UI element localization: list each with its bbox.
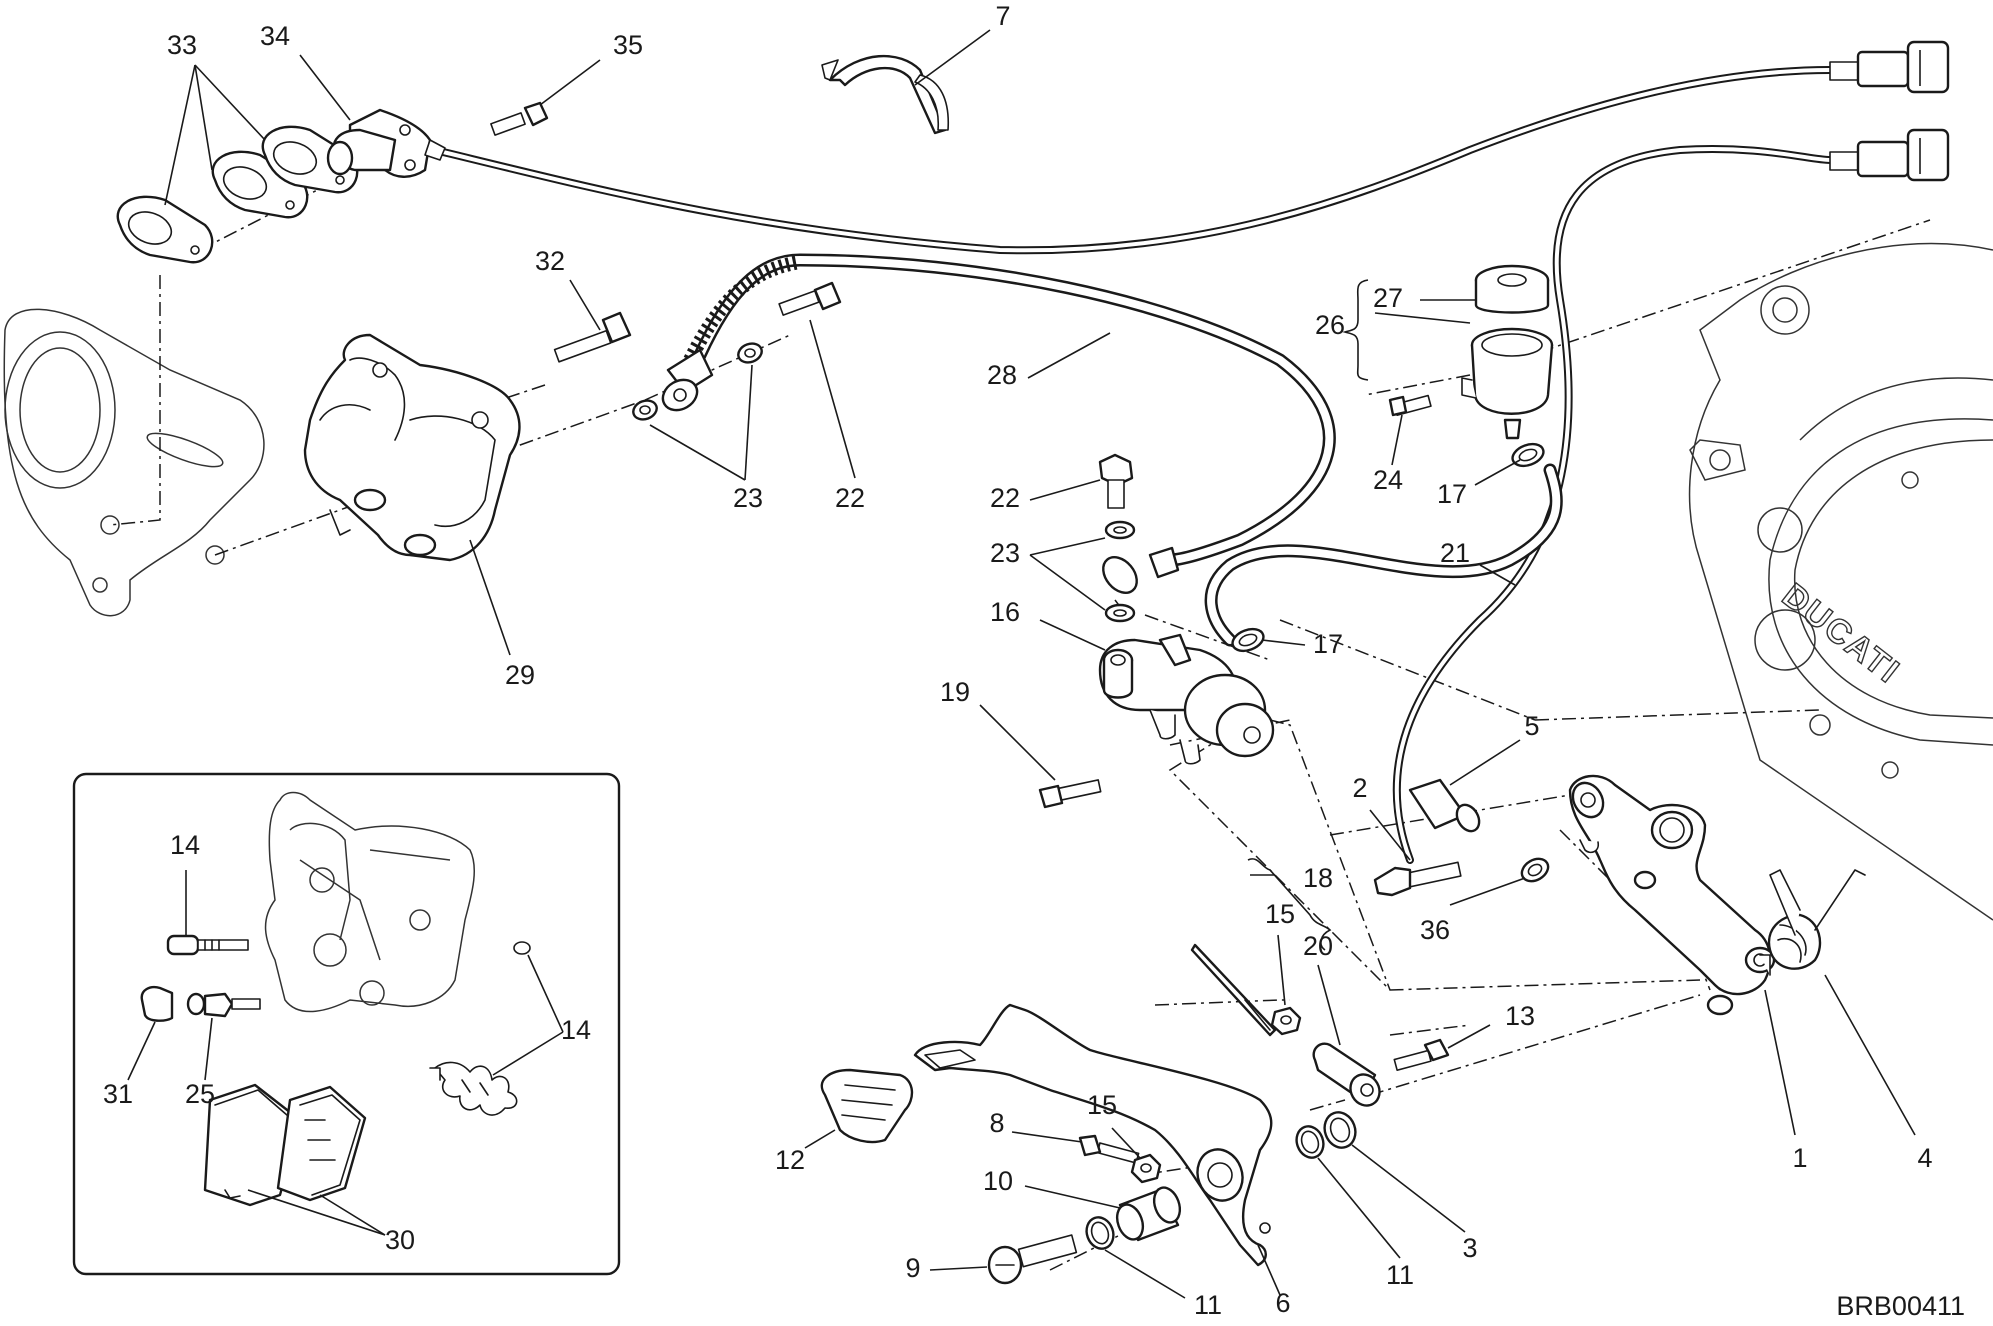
banjo-bolt-caliper: [778, 281, 842, 316]
callout-labels: 1 2 3 4 5 6 7 8 9 10 11 11 12 13 14 14 1…: [103, 1, 1933, 1320]
callout-17-lower: 17: [1313, 629, 1343, 659]
footrest-bracket: [1568, 774, 1776, 1016]
return-spring: [1759, 869, 1866, 976]
pedal-circlip-left: [1085, 1216, 1115, 1250]
master-cylinder-pushrod: [1190, 858, 1332, 1037]
banjo-bolt-cylinder: [1098, 453, 1134, 509]
callout-18: 18: [1303, 863, 1333, 893]
wire-connector-upper: [1829, 40, 1950, 94]
callout-11-right: 11: [1386, 1260, 1414, 1290]
callout-29: 29: [505, 660, 535, 690]
brake-caliper: [303, 333, 521, 562]
callout-15-lower: 15: [1087, 1090, 1117, 1120]
callout-1: 1: [1792, 1143, 1807, 1173]
pedal-stop-nut: [1130, 1153, 1162, 1184]
callout-20: 20: [1303, 931, 1333, 961]
pedal-circlip-right: [1295, 1125, 1325, 1159]
callout-15-upper: 15: [1265, 899, 1295, 929]
callout-13: 13: [1505, 1001, 1535, 1031]
callout-33: 33: [167, 30, 197, 60]
callout-25: 25: [185, 1079, 215, 1109]
brake-pads: [203, 1083, 367, 1207]
ducati-logo-text: DUCATI: [1775, 576, 1907, 691]
caliper-detail-inset: [72, 772, 621, 1276]
callout-10: 10: [983, 1166, 1013, 1196]
callout-4: 4: [1917, 1143, 1932, 1173]
pedal-rubber: [820, 1068, 914, 1144]
switch-wire-lower: [1392, 144, 1834, 864]
callout-22-upper: 22: [835, 483, 865, 513]
hose-clamp-reservoir: [1511, 442, 1545, 468]
callout-2: 2: [1352, 773, 1367, 803]
reservoir-hose: [1204, 463, 1563, 647]
pedal-bushing: [1115, 1186, 1182, 1242]
callout-16: 16: [990, 597, 1020, 627]
callout-36: 36: [1420, 915, 1450, 945]
callout-24: 24: [1373, 465, 1403, 495]
callout-14-inset-top: 14: [170, 830, 200, 860]
pad-spring: [429, 1061, 518, 1116]
callout-22-lower: 22: [990, 483, 1020, 513]
master-cylinder-bolt: [1038, 779, 1102, 809]
bracket-bolt: [1373, 861, 1462, 897]
callout-11-lower: 11: [1194, 1290, 1222, 1320]
callout-23-upper: 23: [733, 483, 763, 513]
spacer-plates: [116, 125, 359, 264]
caliper-bolt: [553, 311, 632, 363]
pedal-pivot-bolt: [987, 1234, 1078, 1285]
wire-connector-lower: [1829, 128, 1950, 182]
pedal-washer: [1323, 1111, 1357, 1149]
clevis-bolt: [1393, 1038, 1450, 1071]
cable-clip: [821, 54, 950, 135]
hose-clamp-cylinder: [1231, 627, 1265, 653]
callout-35: 35: [613, 30, 643, 60]
pedal-stop-bolt: [1078, 1134, 1140, 1164]
callout-26: 26: [1315, 310, 1345, 340]
callout-30: 30: [385, 1225, 415, 1255]
diagram-reference-code: BRB00411: [1836, 1291, 1965, 1321]
callout-8: 8: [989, 1108, 1004, 1138]
callout-leaders: [127, 29, 1916, 1299]
callout-7: 7: [995, 1, 1010, 31]
callout-9: 9: [905, 1253, 920, 1283]
reservoir-screw: [1388, 394, 1432, 417]
switch-screw: [490, 101, 549, 136]
fluid-reservoir: [1461, 327, 1554, 440]
brake-light-switch: [326, 108, 446, 178]
brake-pedal: [913, 1003, 1273, 1267]
callout-17-upper: 17: [1437, 479, 1467, 509]
rear-master-cylinder: [1098, 633, 1275, 765]
callout-12: 12: [775, 1145, 805, 1175]
callout-31: 31: [103, 1079, 133, 1109]
callout-28: 28: [987, 360, 1017, 390]
bleed-valve: [186, 992, 261, 1018]
callout-6: 6: [1275, 1288, 1290, 1318]
callout-34: 34: [260, 21, 290, 51]
callout-19: 19: [940, 677, 970, 707]
hose-fitting: [1408, 778, 1481, 833]
switch-wire-upper: [431, 66, 1834, 255]
callout-27: 27: [1373, 283, 1403, 313]
bleed-valve-cap: [140, 986, 174, 1022]
pad-retaining-pin: [166, 934, 249, 956]
callout-14-inset-right: 14: [561, 1015, 591, 1045]
pushrod-locknut: [1270, 1006, 1302, 1036]
bracket-washer: [1520, 857, 1550, 883]
callout-5: 5: [1524, 711, 1539, 741]
brake-hose: [661, 253, 1336, 594]
hose-washers-caliper: [632, 342, 763, 421]
callout-23-lower: 23: [990, 538, 1020, 568]
pushrod-clevis: [1312, 1042, 1381, 1107]
fluid-reservoir-cap: [1474, 264, 1550, 314]
callout-32: 32: [535, 246, 565, 276]
callout-3: 3: [1462, 1233, 1477, 1263]
pin-clip: [513, 941, 531, 955]
engine-cover: DUCATI: [1688, 242, 1993, 921]
callout-21: 21: [1440, 538, 1470, 568]
hose-washers-cylinder: [1104, 520, 1136, 623]
caliper-bracket: [3, 308, 265, 617]
